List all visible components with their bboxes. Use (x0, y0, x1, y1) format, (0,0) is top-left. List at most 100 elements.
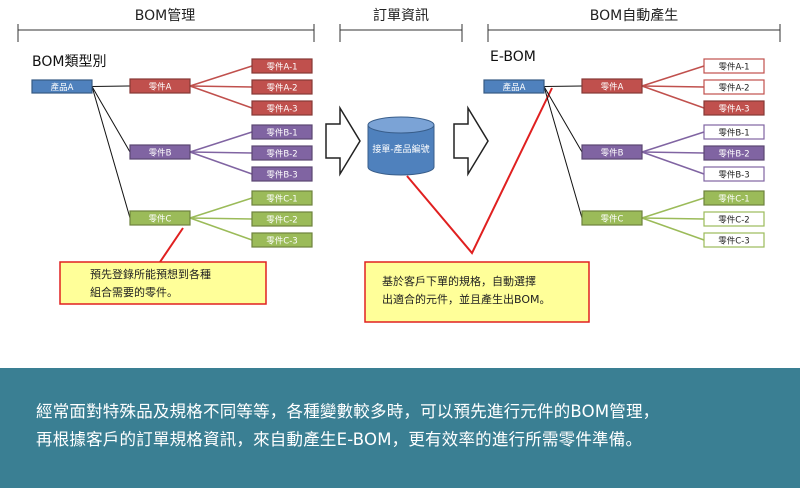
callout-left-line1: 預先登錄所能預想到各種 (90, 267, 211, 281)
connector-line (189, 197, 253, 219)
left-part-node-box (251, 166, 313, 182)
right-part-node-box (703, 190, 765, 206)
left-group-node-box (129, 144, 191, 160)
left-part-node-label: 零件A-1 (266, 62, 297, 73)
connector-line (641, 197, 705, 219)
connector-line (641, 65, 705, 87)
connector-line (189, 131, 253, 153)
connector-line (543, 86, 583, 219)
left-part-node-label: 零件B-2 (266, 149, 297, 160)
left-group-node-box (129, 78, 191, 94)
left-group-node-label: 零件C (149, 214, 172, 225)
right-part-node-label: 零件C-3 (718, 236, 749, 247)
right-part-node-label: 零件C-1 (718, 194, 749, 205)
connector-line (189, 85, 253, 109)
ebom-tree-right: 產品A 零件A 零件A-1 零件A-2 零件A-3 零件B 零件B-1 零件B-2 零件B-3 零… (483, 58, 765, 248)
connector-line (641, 85, 705, 109)
connector-line (641, 151, 705, 154)
callout-left-pointer (159, 227, 184, 263)
database-cylinder-icon (367, 116, 435, 176)
right-group-node-label: 零件A (601, 82, 624, 93)
summary-line-2: 再根據客戶的訂單規格資訊，來自動產生E-BOM，更有效率的進行所需零件準備。 (36, 430, 643, 449)
right-part-node-box (703, 211, 765, 227)
connector-line (189, 217, 253, 241)
right-part-node-box (703, 100, 765, 116)
left-part-node-box (251, 124, 313, 140)
left-part-node-label: 零件C-1 (266, 194, 297, 205)
left-product-node-label: 產品A (51, 82, 74, 93)
summary-footer: 經常面對特殊品及規格不同等等，各種變數較多時，可以預先進行元件的BOM管理， 再… (0, 368, 800, 488)
left-part-node-label: 零件A-3 (266, 104, 297, 115)
right-part-node-label: 零件B-3 (718, 170, 749, 181)
left-part-node-box (251, 79, 313, 95)
left-group-node-label: 零件A (149, 82, 172, 93)
left-part-node-label: 零件C-3 (266, 236, 297, 247)
right-group-node-label: 零件C (601, 214, 624, 225)
database-label: 接單-產品編號 (372, 143, 429, 155)
connector-line (91, 86, 131, 153)
left-part-node-box (251, 211, 313, 227)
connector-line (641, 151, 705, 175)
left-part-node-box (251, 232, 313, 248)
process-arrow-icon (325, 105, 361, 177)
connector-line (543, 86, 583, 153)
connector-line (189, 151, 253, 175)
callout-left-line2: 組合需要的零件。 (90, 285, 178, 299)
connector-line (543, 85, 583, 87)
left-part-node-box (251, 58, 313, 74)
connector-line (641, 85, 705, 88)
summary-text: 經常面對特殊品及規格不同等等，各種變數較多時，可以預先進行元件的BOM管理， 再… (36, 398, 659, 454)
right-product-node-box (483, 79, 545, 94)
left-part-node-box (251, 100, 313, 116)
callout-right-line1: 基於客戶下單的規格，自動選擇 (382, 274, 536, 288)
connector-line (641, 131, 705, 153)
right-part-node-label: 零件A-3 (718, 104, 749, 115)
right-product-node-label: 產品A (503, 82, 526, 93)
left-group-node-label: 零件B (149, 148, 172, 159)
callout-right-line2: 出適合的元件，並且產生出BOM。 (382, 292, 551, 306)
connector-line (189, 65, 253, 87)
right-part-node-box (703, 124, 765, 140)
left-part-node-label: 零件B-3 (266, 170, 297, 181)
callout-right-box (364, 261, 590, 323)
connector-line (91, 86, 131, 219)
right-group-node-box (581, 210, 643, 226)
right-part-node-box (703, 79, 765, 95)
left-product-node-box (31, 79, 93, 94)
header-bom-auto: BOM自動產生 (590, 7, 678, 24)
right-part-node-label: 零件A-2 (718, 83, 749, 94)
left-part-node-box (251, 145, 313, 161)
connector-line (189, 85, 253, 88)
right-part-node-box (703, 58, 765, 74)
right-part-node-label: 零件A-1 (718, 62, 749, 73)
right-part-node-label: 零件C-2 (718, 215, 749, 226)
left-part-node-box (251, 190, 313, 206)
callout-left-box (59, 261, 267, 305)
left-part-node-label: 零件C-2 (266, 215, 297, 226)
right-part-node-label: 零件B-2 (718, 149, 749, 160)
right-group-node-label: 零件B (601, 148, 624, 159)
right-part-node-box (703, 232, 765, 248)
process-arrow-icon (453, 105, 489, 177)
left-part-node-label: 零件A-2 (266, 83, 297, 94)
summary-line-1: 經常面對特殊品及規格不同等等，各種變數較多時，可以預先進行元件的BOM管理， (36, 402, 660, 421)
connector-line (189, 217, 253, 220)
header-order-info: 訂單資訊 (373, 8, 429, 24)
right-part-node-box (703, 145, 765, 161)
connector-line (641, 217, 705, 220)
connector-line (91, 85, 131, 87)
left-group-node-box (129, 210, 191, 226)
right-group-node-box (581, 78, 643, 94)
callout-right-pointer (406, 87, 553, 255)
header-bom-management: BOM管理 (135, 8, 195, 24)
right-group-node-box (581, 144, 643, 160)
right-part-node-box (703, 166, 765, 182)
right-panel-title: E-BOM (490, 49, 536, 65)
left-panel-title: BOM類型別 (32, 54, 106, 70)
connector-line (189, 151, 253, 154)
connector-line (641, 217, 705, 241)
right-part-node-label: 零件B-1 (718, 128, 749, 139)
bom-process-diagram: BOM管理 訂單資訊 BOM自動產生 BOM類型別 E-BOM 接單-產品編號 … (17, 7, 781, 323)
